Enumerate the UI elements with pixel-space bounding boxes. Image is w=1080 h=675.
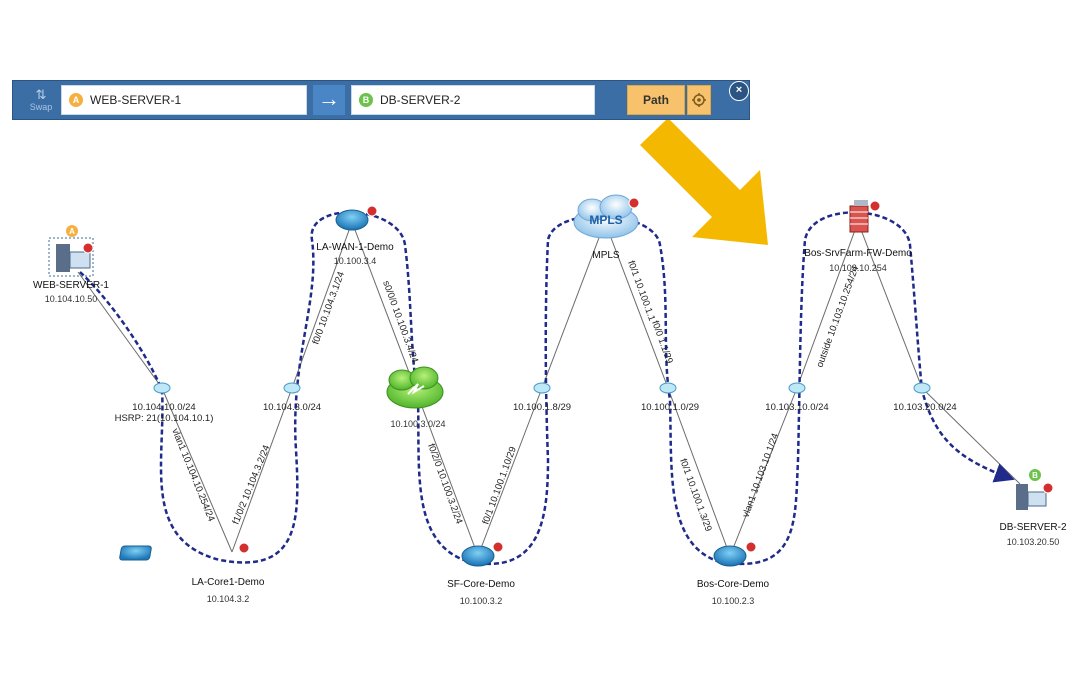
destination-badge: B: [359, 93, 373, 107]
subnet-label: 10.104.3.0/24: [263, 402, 321, 413]
direction-arrow-button[interactable]: →: [313, 85, 345, 115]
path-settings-button[interactable]: [687, 85, 711, 115]
bos-core-ip: 10.100.2.3: [712, 596, 755, 606]
web-server-1-node[interactable]: A WEB-SERVER-1 10.104.10.50: [33, 225, 109, 304]
svg-text:MPLS: MPLS: [589, 213, 622, 227]
switch-icon: [119, 545, 152, 561]
subnet-label: 10.100.1.8/29: [513, 402, 571, 413]
sf-core-name: SF-Core-Demo: [447, 579, 515, 590]
swap-button[interactable]: ⇅ Swap: [19, 85, 63, 117]
la-core1-node[interactable]: LA-Core1-Demo 10.104.3.2: [119, 542, 265, 604]
sf-core-node[interactable]: SF-Core-Demo 10.100.3.2: [447, 541, 515, 606]
yellow-highlight-arrow-icon: [640, 118, 768, 245]
db-server-2-ip: 10.103.20.50: [1007, 537, 1060, 547]
db-server-2-name: DB-SERVER-2: [999, 522, 1066, 533]
gear-icon: [692, 93, 706, 107]
swap-label: Swap: [29, 102, 53, 112]
source-input[interactable]: A WEB-SERVER-1: [61, 85, 307, 115]
web-server-1-ip: 10.104.10.50: [45, 294, 98, 304]
web-server-1-name: WEB-SERVER-1: [33, 280, 109, 291]
hsrp-label: HSRP: 21(10.104.10.1): [115, 413, 214, 424]
server-icon: [1016, 484, 1028, 510]
subnet-label: 10.103.20.0/24: [893, 402, 956, 413]
bos-core-name: Bos-Core-Demo: [697, 579, 770, 590]
wan-cloud-node[interactable]: 10.100.3.0/24: [386, 366, 446, 429]
firewall-icon: [849, 200, 869, 233]
destination-value: DB-SERVER-2: [380, 93, 461, 107]
subnet-hub-icons: [153, 382, 931, 394]
add-icon[interactable]: [492, 541, 504, 553]
sf-core-ip: 10.100.3.2: [460, 596, 503, 606]
interface-label: f0/0 1.1/29: [649, 319, 675, 365]
source-badge: A: [69, 93, 83, 107]
interface-label: f1/0/2 10.104.3.2/24: [231, 444, 273, 526]
add-icon[interactable]: [1042, 482, 1054, 494]
swap-icon: ⇅: [35, 87, 47, 102]
interface-label: vlan1 10.103.10.1/24: [740, 432, 781, 519]
interface-label: f0/1 10.100.1.10/29: [480, 445, 518, 526]
wan-cloud-icon: [386, 366, 444, 409]
interface-label: outside 10.103.10.254/24: [814, 264, 861, 369]
la-core1-name: LA-Core1-Demo: [192, 577, 265, 588]
path-button[interactable]: Path: [627, 85, 685, 115]
router-icon: [461, 545, 495, 567]
subnet-label: 10.104.10.0/24: [132, 402, 195, 413]
cloud-icon: [573, 194, 639, 239]
badge-a-icon: [66, 225, 78, 237]
interface-label: f0/1 10.100.1.3/29: [677, 457, 714, 533]
bos-fw-name: Bos-SrvFarm-FW-Demo: [804, 248, 912, 259]
destination-input[interactable]: B DB-SERVER-2: [351, 85, 595, 115]
interface-label: s0/0/0 10.100.3.4/24: [380, 279, 420, 364]
subnet-labels: 10.104.10.0/24 HSRP: 21(10.104.10.1) 10.…: [115, 402, 957, 424]
close-button[interactable]: ×: [729, 81, 749, 101]
la-wan-1-node[interactable]: LA-WAN-1-Demo 10.100.3.4: [316, 205, 394, 266]
interface-labels: vlan1 10.104.10.254/24 f1/0/2 10.104.3.2…: [169, 259, 861, 533]
router-icon: [335, 209, 369, 231]
interface-label: f0/2/0 10.100.3.2/24: [425, 442, 464, 525]
interface-label: f0/0 10.104.3.1/24: [310, 270, 347, 346]
interface-label: vlan1 10.104.10.254/24: [169, 427, 216, 523]
la-core1-ip: 10.104.3.2: [207, 594, 250, 604]
svg-text:A: A: [69, 227, 75, 236]
bos-core-node[interactable]: Bos-Core-Demo 10.100.2.3: [697, 541, 770, 606]
la-wan-1-ip: 10.100.3.4: [334, 256, 377, 266]
arrow-right-icon: →: [318, 86, 340, 111]
la-wan-1-name: LA-WAN-1-Demo: [316, 242, 394, 253]
svg-text:B: B: [1032, 471, 1038, 480]
mpls-name: MPLS: [592, 250, 620, 261]
add-icon[interactable]: [628, 197, 640, 209]
source-value: WEB-SERVER-1: [90, 93, 182, 107]
wan-cloud-name: 10.100.3.0/24: [390, 419, 445, 429]
add-icon[interactable]: [82, 242, 94, 254]
bos-fw-node[interactable]: Bos-SrvFarm-FW-Demo 10.103.10.254: [804, 200, 912, 273]
add-icon[interactable]: [745, 541, 757, 553]
server-icon: [56, 244, 70, 272]
add-icon[interactable]: [869, 200, 881, 212]
traced-path: [79, 211, 1015, 566]
interface-label: f0/1 10.100.1.1: [625, 259, 657, 322]
bos-fw-ip: 10.103.10.254: [829, 263, 887, 273]
router-icon: [713, 545, 747, 567]
subnet-label: 10.100.1.0/29: [641, 402, 699, 413]
mpls-node[interactable]: MPLS MPLS: [573, 194, 640, 261]
badge-b-icon: [1029, 469, 1041, 481]
add-icon[interactable]: [366, 205, 378, 217]
add-icon[interactable]: [238, 542, 250, 554]
subnet-label: 10.103.10.0/24: [765, 402, 828, 413]
db-server-2-node[interactable]: B DB-SERVER-2 10.103.20.50: [999, 469, 1067, 547]
path-toolbar: ⇅ Swap A WEB-SERVER-1 → B DB-SERVER-2 Pa…: [12, 80, 750, 120]
